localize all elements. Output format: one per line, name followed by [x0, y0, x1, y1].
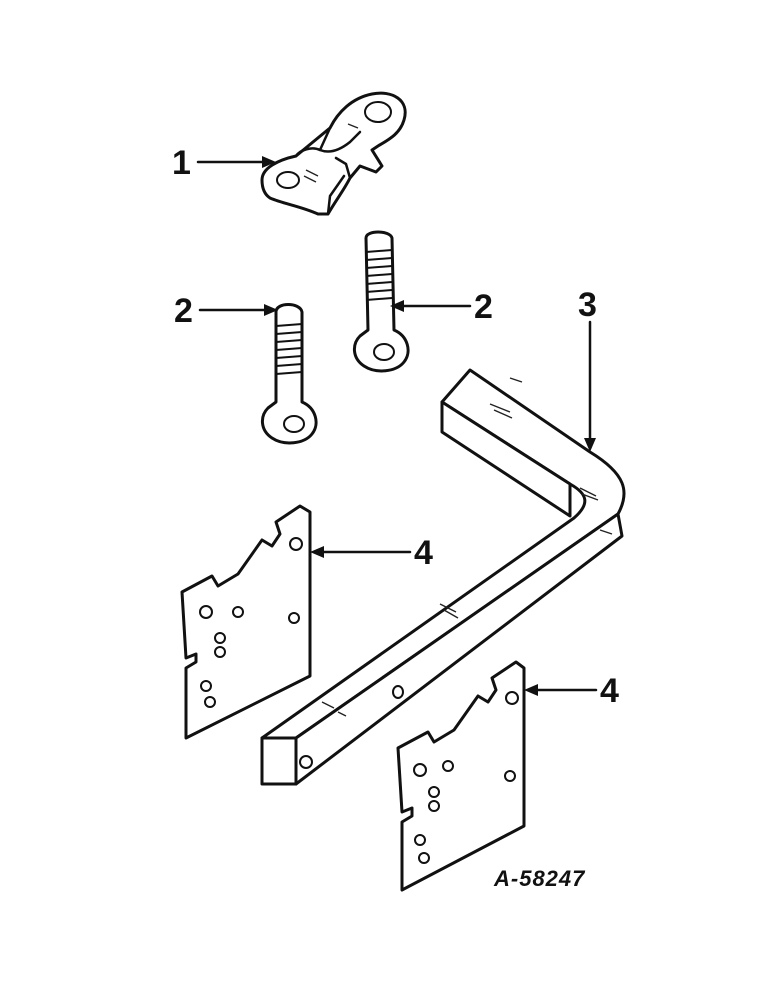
arrowhead-2-right [390, 300, 404, 312]
figure-id: A-58247 [493, 866, 586, 891]
callout-2-right: 2 [474, 288, 493, 326]
callout-2-left: 2 [174, 292, 193, 330]
arrowhead-2-left [264, 304, 278, 316]
plate-lower-right [396, 660, 526, 892]
arrowhead-4-top [310, 546, 324, 558]
arrowhead-4-bottom [524, 684, 538, 696]
leader-lines [196, 156, 598, 696]
arrowhead-1 [262, 156, 276, 168]
plate-upper-left [180, 504, 312, 740]
bent-bar-part [260, 368, 626, 786]
callout-3: 3 [578, 286, 597, 324]
eye-bolt-right [353, 230, 410, 373]
arrowhead-3 [584, 438, 596, 452]
eye-bolt-left-threads [275, 323, 303, 375]
callout-4-top: 4 [414, 534, 433, 572]
callout-4-bottom: 4 [600, 672, 619, 710]
eye-bolt-right-threads [365, 249, 393, 301]
callout-1: 1 [172, 144, 191, 182]
bracket-part [260, 91, 407, 216]
eye-bolt-left [261, 303, 318, 445]
